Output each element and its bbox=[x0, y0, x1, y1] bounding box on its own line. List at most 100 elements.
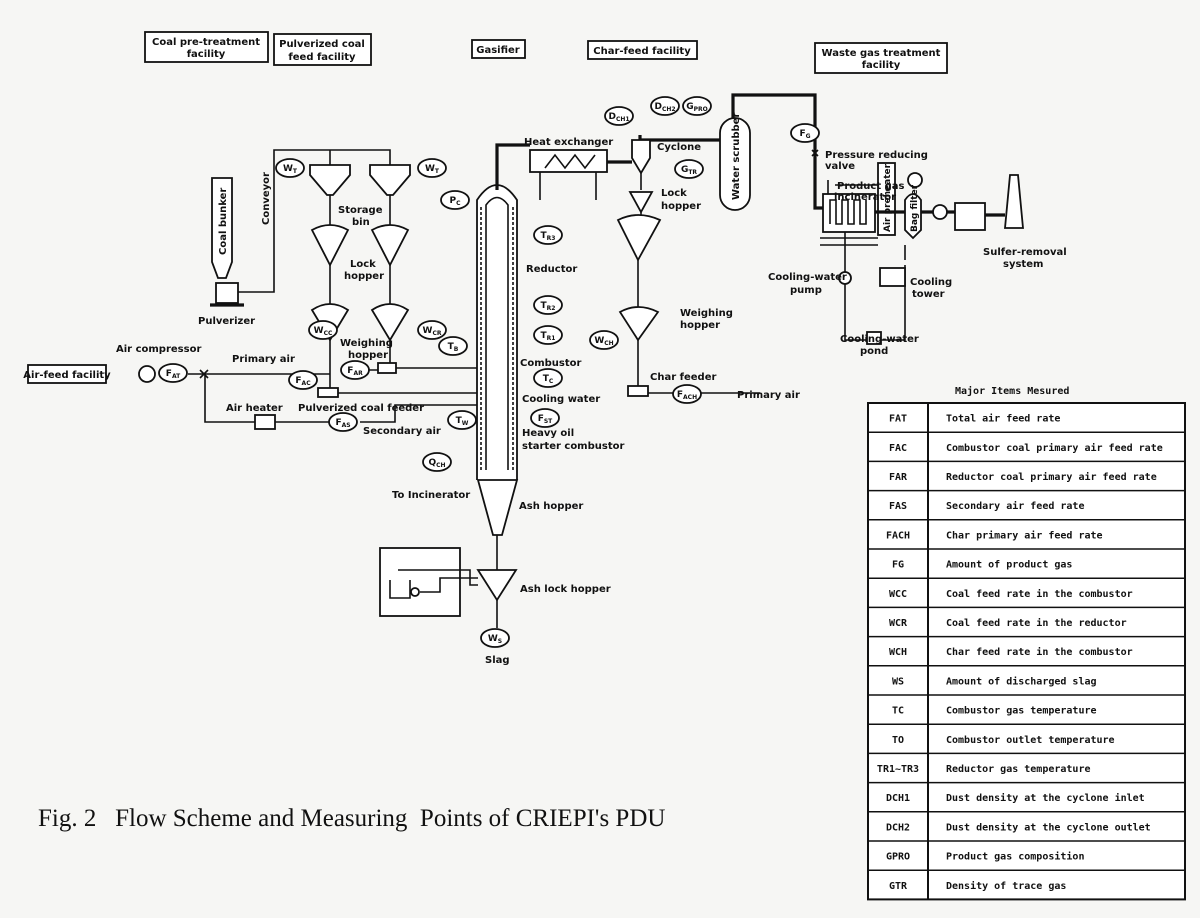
table-title: Major Items Mesured bbox=[955, 385, 1069, 397]
facility-box-air-feed: Air-feed facility bbox=[23, 364, 111, 384]
instrument-symbol: DCH1 bbox=[608, 112, 629, 123]
facility-box-char-feed: Char-feed facility bbox=[587, 40, 698, 60]
row-item: Combustor outlet temperature bbox=[946, 735, 1115, 746]
label-primary-air: Primary air bbox=[737, 390, 800, 401]
instrument-bubble bbox=[422, 452, 452, 472]
label-product-gas-incinerator: Product gas bbox=[837, 181, 905, 192]
row-symbol: GTR bbox=[889, 881, 908, 892]
instrument-symbol: TR2 bbox=[541, 301, 556, 312]
instrument-symbol: FAS bbox=[335, 418, 350, 429]
instrument-bubble bbox=[328, 412, 358, 432]
instrument-symbol: GPRO bbox=[686, 102, 708, 113]
row-symbol: FAT bbox=[889, 414, 907, 425]
instrument-fg: FG bbox=[790, 123, 820, 143]
row-symbol: FAS bbox=[889, 501, 907, 512]
facility-label: facility bbox=[862, 60, 901, 71]
label-ash-hopper: Ash hopper bbox=[519, 501, 583, 512]
instrument-bubble bbox=[650, 96, 680, 116]
row-symbol: WS bbox=[892, 676, 904, 687]
row-item: Amount of product gas bbox=[946, 560, 1072, 571]
figure-caption: Fig. 2 Flow Scheme and Measuring Points … bbox=[38, 805, 665, 832]
instrument-fas: FAS bbox=[328, 412, 358, 432]
table-row: TO Combustor outlet temperature bbox=[868, 723, 1185, 746]
row-item: Total air feed rate bbox=[946, 413, 1060, 425]
label-reductor: Reductor bbox=[526, 264, 577, 275]
label-heavy-oil-starter: Heavy oil bbox=[522, 428, 574, 439]
row-symbol: FG bbox=[892, 560, 904, 571]
label-lock-hopper: Lock bbox=[661, 188, 687, 199]
char-feed-equipment bbox=[529, 93, 823, 397]
waste-gas-equipment bbox=[811, 149, 1024, 345]
instrument-bubble bbox=[533, 225, 563, 245]
instrument-bubble bbox=[480, 628, 510, 648]
instrument-bubble bbox=[672, 384, 702, 404]
instrument-symbol: TC bbox=[543, 374, 554, 385]
instrument-symbol: WCR bbox=[423, 326, 442, 337]
instrument-far: FAR bbox=[340, 360, 370, 380]
label-product-gas-incinerator: incinerator bbox=[834, 192, 896, 203]
row-item: Product gas composition bbox=[946, 851, 1084, 863]
row-symbol: TO bbox=[892, 735, 904, 746]
label-coal-bunker: Coal bunker bbox=[218, 188, 229, 255]
row-item: Coal feed rate in the reductor bbox=[946, 617, 1127, 629]
facility-label: Waste gas treatment bbox=[822, 48, 941, 59]
row-item: Amount of discharged slag bbox=[946, 675, 1097, 687]
instrument-bubble bbox=[438, 336, 468, 356]
label-weighing-hopper: Weighing bbox=[340, 338, 393, 349]
label-char-feeder: Char feeder bbox=[650, 372, 716, 383]
instrument-bubble bbox=[604, 106, 634, 126]
row-item: Dust density at the cyclone inlet bbox=[946, 792, 1145, 804]
instrument-bubble bbox=[790, 123, 820, 143]
instrument-dch2: DCH2 bbox=[650, 96, 680, 116]
row-symbol: FAR bbox=[889, 472, 908, 483]
facility-label: facility bbox=[187, 49, 226, 60]
row-item: Dust density at the cyclone outlet bbox=[946, 821, 1151, 833]
gasifier-column bbox=[379, 143, 530, 628]
row-item: Char primary air feed rate bbox=[946, 529, 1103, 541]
instrument-symbol: WT bbox=[425, 164, 440, 175]
table-row: FACH Char primary air feed rate bbox=[868, 519, 1185, 541]
row-symbol: TC bbox=[892, 706, 904, 717]
instrument-wch: WCH bbox=[589, 330, 619, 350]
label-water-scrubber: Water scrubber bbox=[731, 113, 742, 200]
table-row: FG Amount of product gas bbox=[868, 548, 1185, 571]
row-symbol: WCC bbox=[889, 589, 907, 600]
label-combustor: Combustor bbox=[520, 358, 582, 369]
row-item: Density of trace gas bbox=[946, 880, 1066, 892]
label-storage-bin: Storage bbox=[338, 205, 383, 216]
instrument-symbol: WCH bbox=[594, 336, 613, 347]
instrument-symbol: FG bbox=[799, 129, 810, 140]
label-pressure-reducing-valve: valve bbox=[825, 161, 855, 172]
instrument-bubble bbox=[308, 320, 338, 340]
instrument-symbol: FAC bbox=[295, 376, 311, 387]
label-air-heater: Air heater bbox=[226, 403, 283, 414]
instrument-wt: WT bbox=[417, 158, 447, 178]
instrument-pc: PC bbox=[440, 190, 470, 210]
row-symbol: FACH bbox=[886, 530, 910, 541]
row-item: Reductor coal primary air feed rate bbox=[946, 471, 1157, 483]
label-weighing-hopper: Weighing bbox=[680, 308, 733, 319]
row-item: Coal feed rate in the combustor bbox=[946, 588, 1133, 600]
instrument-symbol: QCH bbox=[428, 458, 445, 469]
instrument-symbol: FST bbox=[538, 414, 553, 425]
instrument-bubble bbox=[275, 158, 305, 178]
label-heat-exchanger: Heat exchanger bbox=[524, 137, 613, 148]
instrument-symbol: TW bbox=[456, 416, 469, 427]
row-symbol: WCH bbox=[889, 647, 907, 658]
instrument-tr2: TR2 bbox=[533, 295, 563, 315]
table-row: WCC Coal feed rate in the combustor bbox=[868, 577, 1185, 600]
instrument-symbol: TR1 bbox=[541, 331, 556, 342]
instrument-tb: TB bbox=[438, 336, 468, 356]
